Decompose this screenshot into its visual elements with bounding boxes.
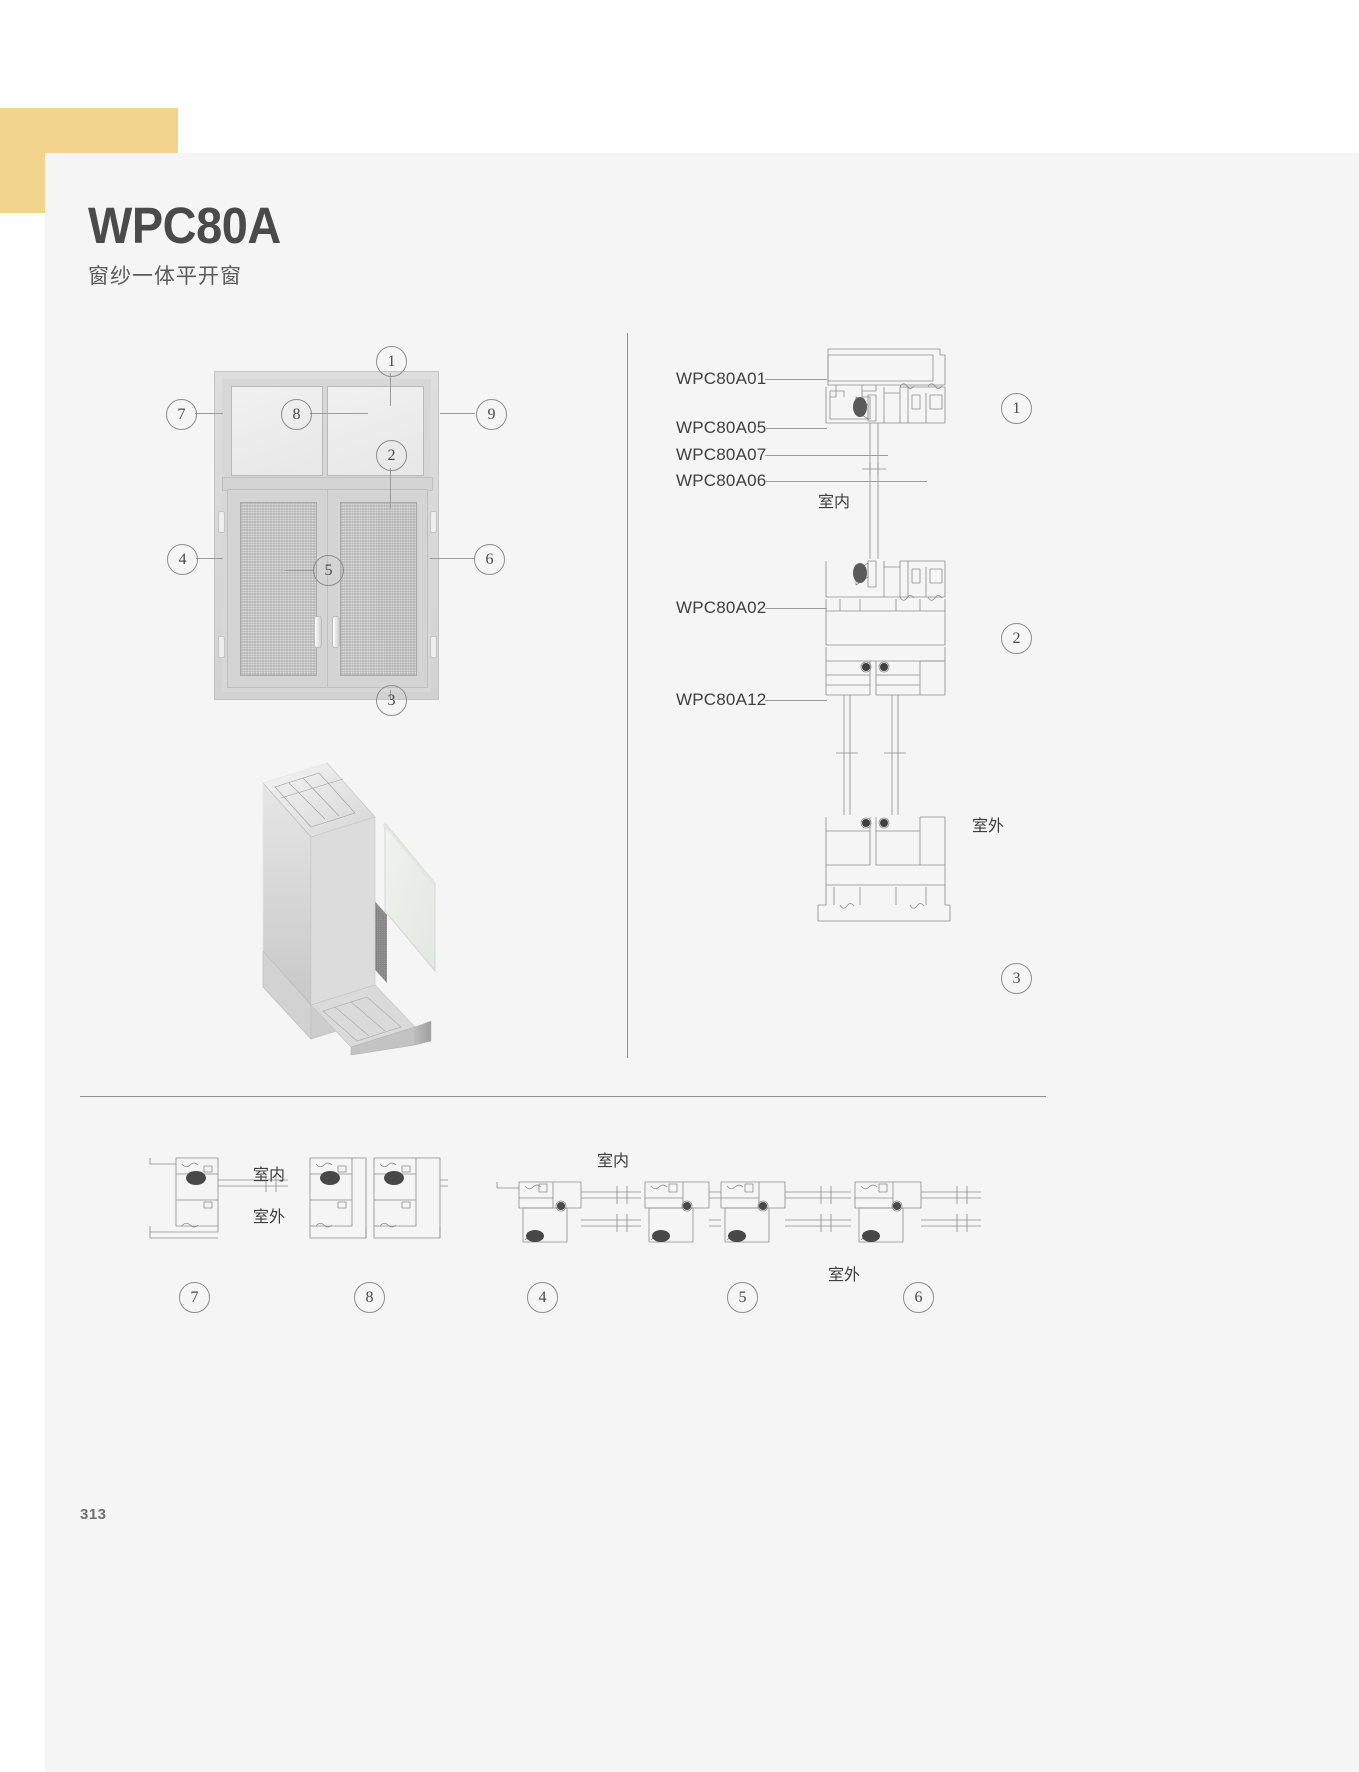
leader-wpc80a06 xyxy=(765,481,927,482)
indoor-label-plan-b: 室内 xyxy=(597,1151,630,1170)
window-hinge-right-lower xyxy=(430,636,437,658)
leader-wpc80a01 xyxy=(765,379,827,380)
plan-mark-8: 8 xyxy=(354,1282,385,1313)
leader-line-1 xyxy=(390,373,391,406)
vertical-divider xyxy=(627,333,628,1058)
callout-1-label: 1 xyxy=(387,352,396,370)
leader-line-4 xyxy=(196,558,223,559)
accent-shape-vertical xyxy=(0,108,45,213)
plan-mark-6-label: 6 xyxy=(914,1288,923,1306)
window-handle-left[interactable] xyxy=(314,616,322,648)
callout-2: 2 xyxy=(376,440,407,471)
callout-9-label: 9 xyxy=(487,405,496,423)
window-product-photo xyxy=(214,371,439,700)
page-title: WPC80A xyxy=(88,197,281,254)
leader-line-9 xyxy=(440,413,475,414)
callout-4-label: 4 xyxy=(178,550,187,568)
plan-mark-7-label: 7 xyxy=(190,1288,199,1306)
part-label-wpc80a01: WPC80A01 xyxy=(676,369,767,388)
callout-7: 7 xyxy=(166,399,197,430)
leader-wpc80a02 xyxy=(765,608,827,609)
leader-wpc80a07 xyxy=(765,455,888,456)
plan-mark-6: 6 xyxy=(903,1282,934,1313)
horizontal-divider xyxy=(80,1096,1046,1097)
section-mark-3-label: 3 xyxy=(1012,969,1021,987)
outdoor-label-plan-a: 室外 xyxy=(253,1207,286,1226)
callout-4: 4 xyxy=(167,544,198,575)
window-hinge-right xyxy=(430,511,437,533)
leader-line-6 xyxy=(430,558,475,559)
page-subtitle: 窗纱一体平开窗 xyxy=(88,264,242,288)
callout-8: 8 xyxy=(281,399,312,430)
section-mark-2: 2 xyxy=(1001,623,1032,654)
callout-7-label: 7 xyxy=(177,405,186,423)
part-label-wpc80a05: WPC80A05 xyxy=(676,418,767,437)
section-mark-1-label: 1 xyxy=(1012,399,1021,417)
outdoor-label-section: 室外 xyxy=(972,816,1005,835)
leader-wpc80a05 xyxy=(765,428,827,429)
callout-5: 5 xyxy=(313,555,344,586)
section-mark-3: 3 xyxy=(1001,963,1032,994)
insect-screen-left xyxy=(240,502,317,676)
indoor-label-section: 室内 xyxy=(818,492,851,511)
plan-mark-7: 7 xyxy=(179,1282,210,1313)
transom-pane-left xyxy=(231,386,323,476)
plan-detail-group-4-5-6 xyxy=(495,1152,985,1262)
window-handle-right[interactable] xyxy=(332,616,340,648)
profile-3d-render xyxy=(255,755,485,1056)
outdoor-label-plan-b: 室外 xyxy=(828,1265,861,1284)
plan-mark-5: 5 xyxy=(727,1282,758,1313)
vertical-section-drawings xyxy=(800,345,965,1055)
leader-wpc80a12 xyxy=(765,700,827,701)
window-hinge-left-lower xyxy=(218,636,225,658)
callout-6: 6 xyxy=(474,544,505,575)
plan-mark-8-label: 8 xyxy=(365,1288,374,1306)
plan-mark-5-label: 5 xyxy=(738,1288,747,1306)
plan-mark-4: 4 xyxy=(527,1282,558,1313)
insect-screen-right xyxy=(340,502,417,676)
callout-5-label: 5 xyxy=(324,561,333,579)
callout-6-label: 6 xyxy=(485,550,494,568)
callout-3-label: 3 xyxy=(387,691,396,709)
plan-mark-4-label: 4 xyxy=(538,1288,547,1306)
callout-2-label: 2 xyxy=(387,446,396,464)
section-mark-2-label: 2 xyxy=(1012,629,1021,647)
callout-3: 3 xyxy=(376,685,407,716)
part-label-wpc80a07: WPC80A07 xyxy=(676,445,767,464)
transom-pane-right xyxy=(327,386,424,476)
callout-9: 9 xyxy=(476,399,507,430)
leader-line-7 xyxy=(195,413,223,414)
callout-8-label: 8 xyxy=(292,405,301,423)
indoor-label-plan-a: 室内 xyxy=(253,1165,286,1184)
leader-line-2 xyxy=(390,468,391,508)
title-block: WPC80A 窗纱一体平开窗 xyxy=(88,200,298,290)
callout-1: 1 xyxy=(376,346,407,377)
leader-line-5 xyxy=(285,570,313,571)
part-label-wpc80a12: WPC80A12 xyxy=(676,690,767,709)
plan-detail-group-7-8 xyxy=(148,1152,448,1252)
window-hinge-left xyxy=(218,511,225,533)
part-label-wpc80a02: WPC80A02 xyxy=(676,598,767,617)
leader-line-8 xyxy=(310,413,368,414)
page-number: 313 xyxy=(80,1506,107,1523)
section-mark-1: 1 xyxy=(1001,393,1032,424)
part-label-wpc80a06: WPC80A06 xyxy=(676,471,767,490)
